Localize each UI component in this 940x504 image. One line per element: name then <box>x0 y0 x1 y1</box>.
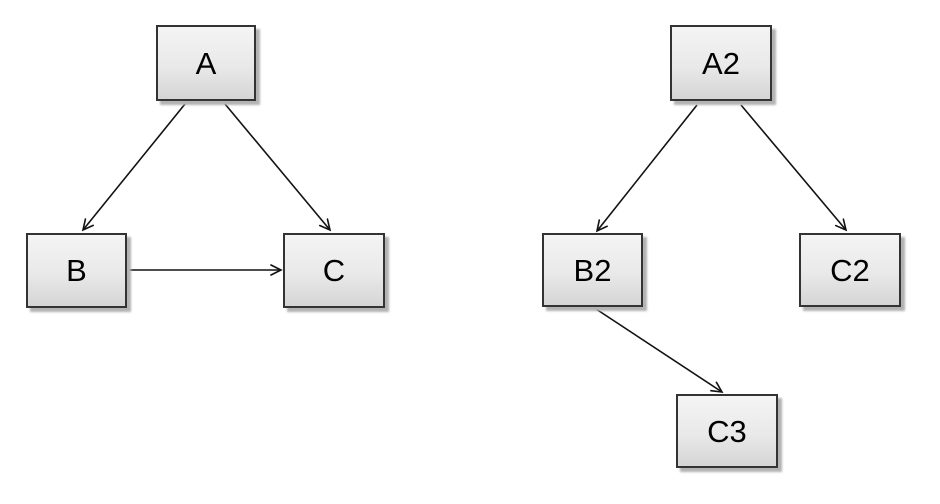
node-C2: C2 <box>799 233 901 307</box>
node-label: A <box>195 45 217 81</box>
edge-A-B <box>81 103 186 232</box>
node-label: B2 <box>573 252 612 288</box>
node-A: A <box>156 25 256 101</box>
edge-A-C <box>224 103 332 232</box>
node-B: B <box>26 233 127 308</box>
node-label: C3 <box>707 413 747 449</box>
node-label: C <box>322 253 346 288</box>
node-C: C <box>283 233 385 308</box>
edge-A2-B2 <box>595 104 698 233</box>
node-A2: A2 <box>670 25 772 101</box>
node-label: A2 <box>702 45 740 81</box>
node-C3: C3 <box>676 394 778 468</box>
edge-A2-C2 <box>740 104 848 232</box>
node-label: C2 <box>830 252 870 288</box>
node-B2: B2 <box>542 233 643 307</box>
edge-B2-C3 <box>592 306 724 393</box>
node-label: B <box>66 253 87 288</box>
